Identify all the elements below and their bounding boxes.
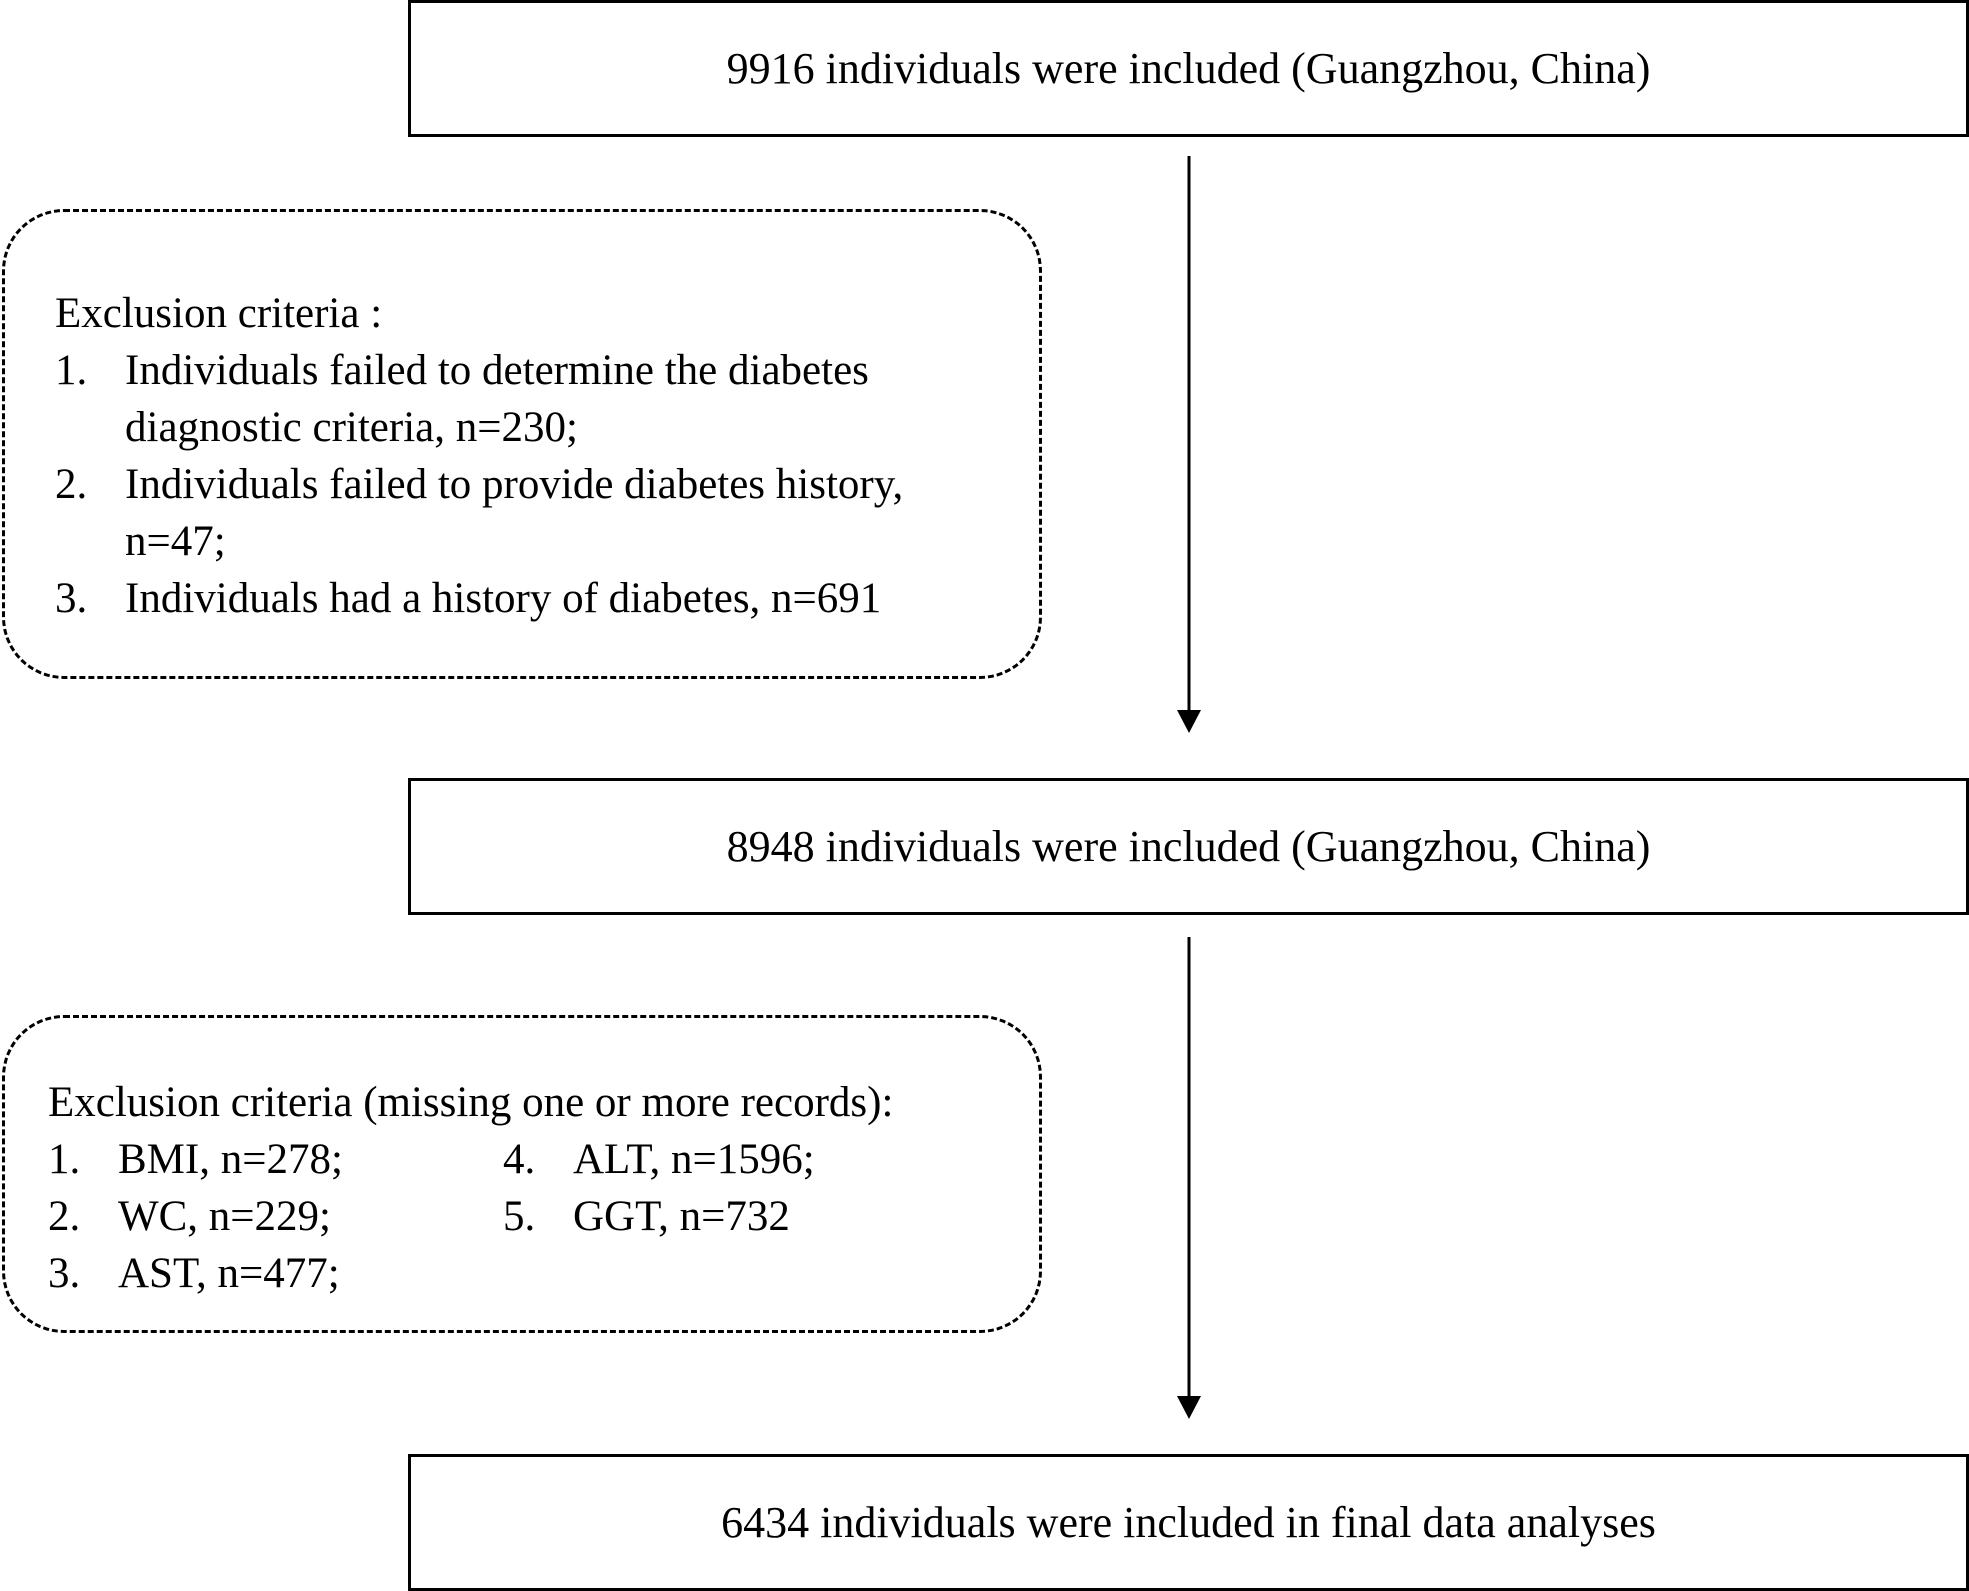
item-number: 3.	[48, 1250, 81, 1297]
item-text: GGT, n=732	[573, 1193, 790, 1240]
exclusion-box-1: Exclusion criteria : 1. Individuals fail…	[2, 209, 1042, 679]
exclusion-2-item-ggt: 5. GGT, n=732	[503, 1188, 903, 1245]
exclusion-1-item-2: 2. Individuals failed to provide diabete…	[55, 456, 1039, 570]
item-text: ALT, n=1596;	[573, 1136, 815, 1183]
exclusion-2-item-bmi: 1. BMI, n=278;	[48, 1131, 503, 1188]
item-number: 3.	[55, 575, 88, 622]
item-number: 5.	[503, 1193, 536, 1240]
exclusion-2-item-alt: 4. ALT, n=1596;	[503, 1131, 903, 1188]
exclusion-box-2: Exclusion criteria (missing one or more …	[2, 1015, 1042, 1333]
box-initial-cohort-text: 9916 individuals were included (Guangzho…	[726, 43, 1651, 93]
item-text-line: Individuals failed to determine the diab…	[125, 347, 869, 394]
exclusion-2-items: 1. BMI, n=278; 4. ALT, n=1596; 2. WC, n=…	[48, 1131, 1039, 1302]
exclusion-1-item-1: 1. Individuals failed to determine the d…	[55, 342, 1039, 456]
exclusion-2-item-wc: 2. WC, n=229;	[48, 1188, 503, 1245]
item-number: 1.	[55, 347, 88, 394]
arrow-2-head	[1177, 1396, 1201, 1419]
arrow-1-head	[1177, 710, 1201, 733]
exclusion-2-heading: Exclusion criteria (missing one or more …	[48, 1079, 894, 1126]
item-text: BMI, n=278;	[118, 1136, 343, 1183]
item-text: WC, n=229;	[118, 1193, 331, 1240]
item-text-line: Individuals had a history of diabetes, n…	[125, 575, 882, 622]
item-text-line: Individuals failed to provide diabetes h…	[125, 461, 904, 508]
box-initial-cohort: 9916 individuals were included (Guangzho…	[408, 0, 1969, 137]
item-text-line: n=47;	[125, 518, 226, 565]
item-text: AST, n=477;	[118, 1250, 340, 1297]
item-number: 2.	[55, 461, 88, 508]
box-final-analysis-text: 6434 individuals were included in final …	[721, 1497, 1656, 1547]
item-text-line: diagnostic criteria, n=230;	[125, 404, 578, 451]
box-after-first-exclusion-text: 8948 individuals were included (Guangzho…	[726, 821, 1651, 871]
item-number: 1.	[48, 1136, 81, 1183]
exclusion-2-item-ast: 3. AST, n=477;	[48, 1245, 503, 1302]
box-final-analysis: 6434 individuals were included in final …	[408, 1454, 1969, 1591]
item-number: 4.	[503, 1136, 536, 1183]
exclusion-1-heading: Exclusion criteria :	[55, 290, 383, 337]
box-after-first-exclusion: 8948 individuals were included (Guangzho…	[408, 778, 1969, 915]
exclusion-1-item-3: 3. Individuals had a history of diabetes…	[55, 570, 1039, 627]
item-number: 2.	[48, 1193, 81, 1240]
